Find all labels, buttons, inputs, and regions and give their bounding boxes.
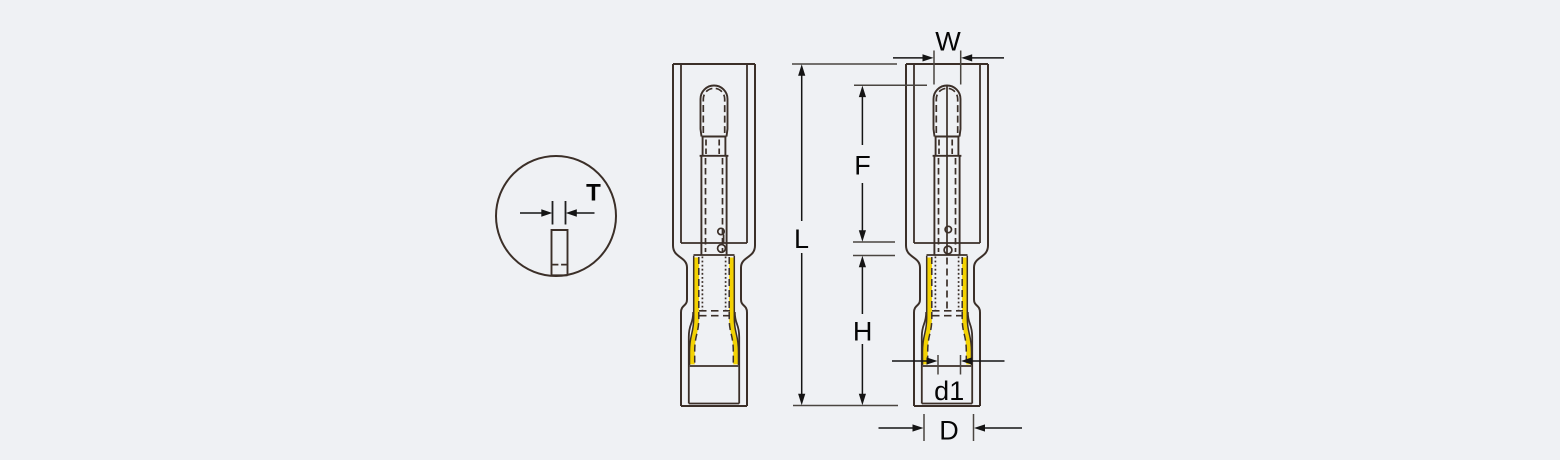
barrel-length-label: H bbox=[853, 316, 873, 346]
inner-diameter-label: d1 bbox=[934, 376, 964, 406]
terminal-outline bbox=[673, 64, 755, 406]
inspection-hole-lower bbox=[943, 245, 953, 255]
tab-cross-section bbox=[550, 229, 569, 277]
terminal-front-view bbox=[906, 64, 988, 406]
dim-inner-diameter: d1 bbox=[892, 355, 1005, 406]
inspection-hole-upper bbox=[944, 225, 953, 234]
dim-outer-diameter: D bbox=[878, 414, 1022, 445]
pin-length-label: F bbox=[854, 151, 871, 181]
overall-length-label: L bbox=[794, 224, 809, 254]
detail-circle bbox=[495, 155, 617, 277]
outer-diameter-label: D bbox=[939, 415, 959, 445]
dim-overall-length: L bbox=[794, 64, 809, 406]
thickness-label: T bbox=[586, 180, 601, 207]
thickness-dimension: T bbox=[520, 180, 601, 225]
thickness-detail-view: T bbox=[495, 155, 617, 277]
dim-width: W bbox=[893, 27, 1004, 85]
width-label: W bbox=[935, 27, 961, 57]
dimension-annotations: L F H W bbox=[792, 27, 1022, 445]
terminal-side-view bbox=[673, 64, 755, 406]
dim-barrel-length: H bbox=[853, 255, 873, 406]
dim-pin-length: F bbox=[854, 85, 871, 242]
extension-lines bbox=[792, 63, 927, 407]
inspection-hole-lower bbox=[716, 243, 727, 254]
inspection-hole-upper bbox=[716, 227, 726, 236]
